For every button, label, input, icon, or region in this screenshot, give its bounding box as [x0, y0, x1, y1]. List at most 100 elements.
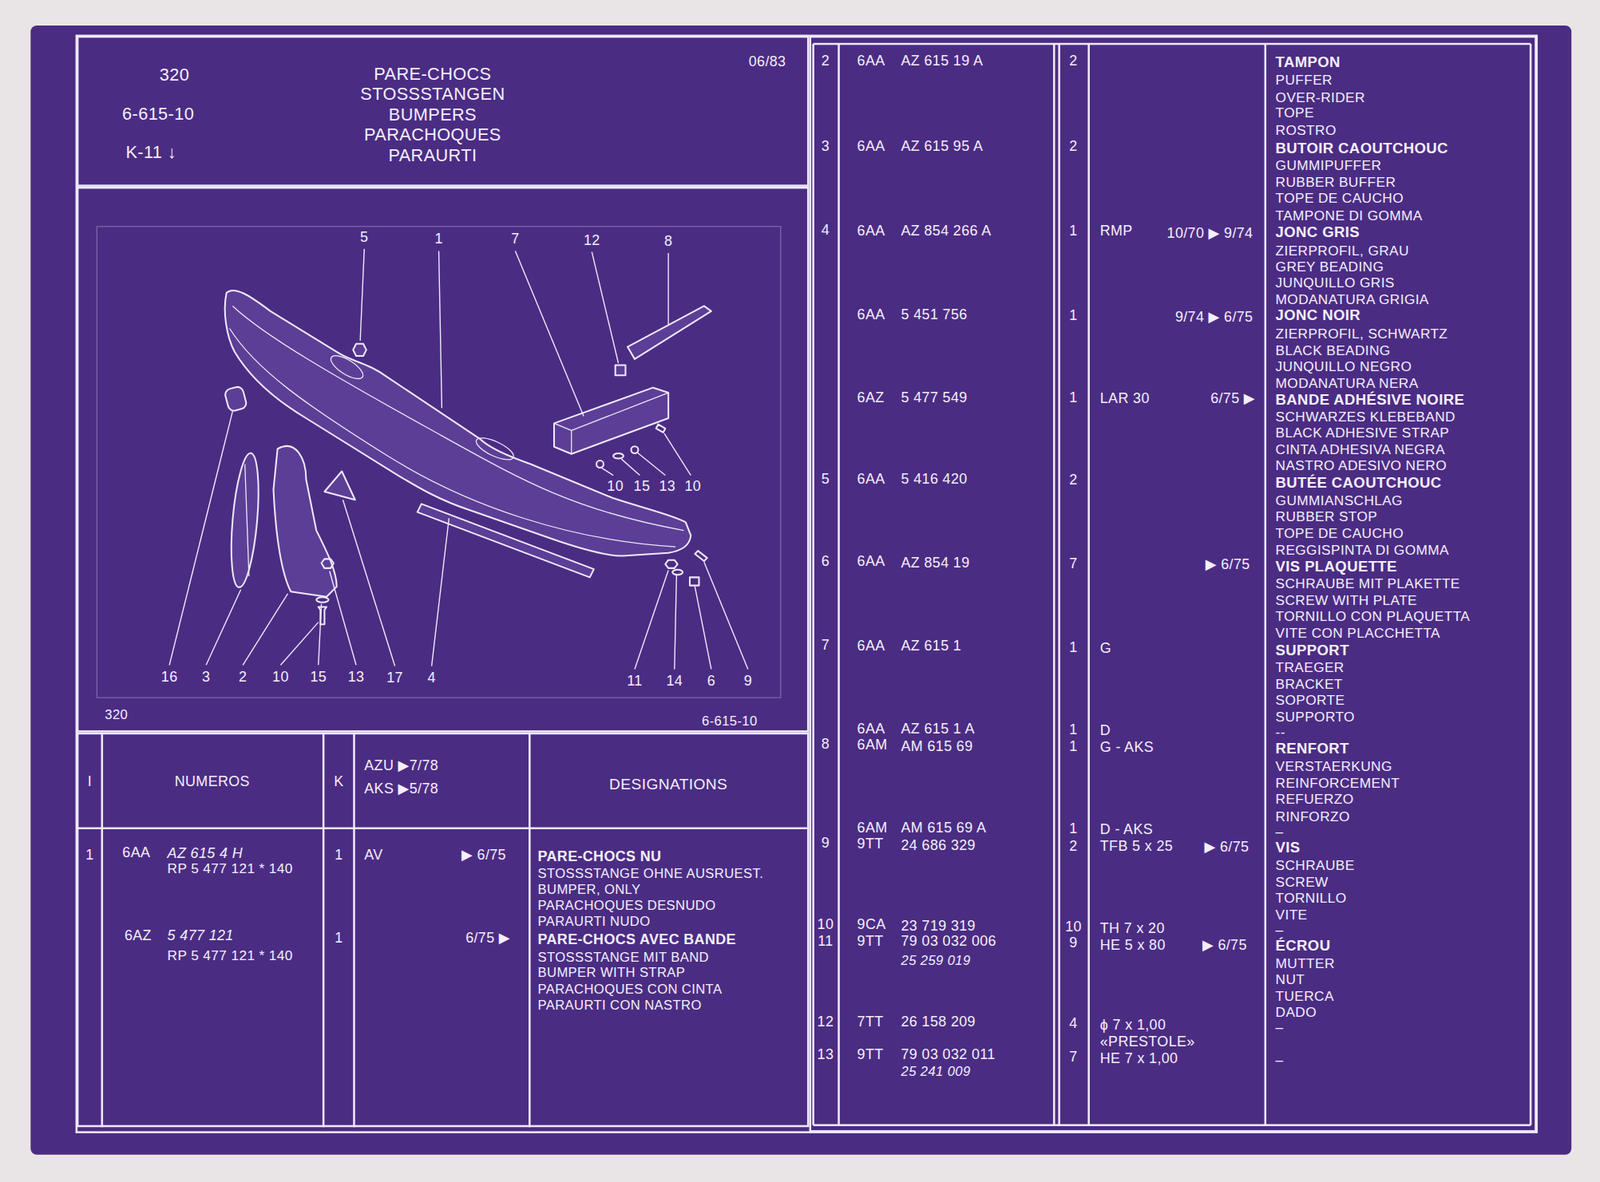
- table-cell: TUERCA: [1275, 988, 1335, 1006]
- table-cell: MODANATURA NERA: [1275, 375, 1419, 393]
- cell-text: 320: [104, 707, 128, 723]
- cell-text: ZIERPROFIL, SCHWARTZ: [1275, 326, 1449, 342]
- callout-slot: 1: [432, 229, 445, 247]
- table-cell: 6AA: [857, 221, 886, 239]
- cell-text: ÉCROU: [1275, 938, 1331, 955]
- cell-text: 24 686 329: [901, 835, 976, 852]
- callout-slot: 4: [425, 669, 438, 686]
- cell-text: LAR 30: [1100, 389, 1150, 406]
- cell-text: 6AA: [857, 720, 886, 737]
- table-cell: AV: [364, 846, 383, 864]
- table-cell: VITE CON PLACCHETTA: [1275, 625, 1441, 642]
- table-cell: AZ 854 266 A: [901, 221, 992, 239]
- table-cell: 79 03 032 006: [901, 932, 997, 950]
- leader-line: [591, 252, 618, 364]
- cell-text: AZ 615 95 A: [901, 137, 984, 154]
- cell-text: OVER-RIDER: [1275, 89, 1366, 105]
- table-cell: 1: [334, 846, 343, 864]
- cell-text: 1: [1069, 819, 1078, 836]
- table-cell: 6AZ: [857, 388, 885, 405]
- table-cell: –: [1275, 824, 1284, 842]
- cell-text: 5 451 756: [901, 305, 968, 322]
- table-cell: 320: [104, 707, 128, 724]
- cell-text: 9CA: [857, 915, 887, 932]
- cell-text: AZ 615 1: [901, 637, 963, 654]
- cell-text: VIS: [1275, 839, 1301, 856]
- cell-text: AZU ▶7/78: [364, 756, 439, 773]
- cell-text: 1: [334, 929, 343, 946]
- frame-lines: [76, 35, 1537, 1133]
- cell-text: 6/75 ▶: [1210, 389, 1256, 406]
- table-cell: HE 7 x 1,00: [1100, 1049, 1179, 1067]
- cell-text: K-11 ↓: [125, 142, 176, 163]
- cell-text: PARE-CHOCS NU: [538, 847, 662, 864]
- cell-text: ϕ 7 x 1,00: [1100, 1015, 1166, 1032]
- cell-text: 1: [1069, 388, 1078, 404]
- table-cell: 2: [1069, 51, 1078, 69]
- leader-line: [667, 253, 669, 325]
- bracket-edge: [570, 430, 572, 454]
- cell-text: 1: [1069, 638, 1078, 655]
- leader-line: [601, 468, 614, 476]
- cell-text: 6AA: [857, 637, 886, 654]
- table-cell: 6AA: [122, 843, 151, 860]
- callout-slot: 10: [605, 477, 626, 495]
- table-cell: BLACK BEADING: [1275, 342, 1391, 360]
- table-cell: 6/75 ▶: [465, 929, 511, 947]
- table-cell: 6AA: [857, 51, 886, 69]
- table-cell: 7: [1069, 1048, 1078, 1066]
- cell-text: TOPE: [1275, 105, 1315, 121]
- cell-text: MODANATURA GRIGIA: [1275, 291, 1430, 307]
- cell-text: BRACKET: [1275, 676, 1343, 692]
- cell-text: 26 158 209: [901, 1013, 976, 1030]
- filler-piece: [324, 471, 355, 500]
- table-cell: PARACHOQUES DESNUDO: [538, 898, 717, 915]
- table-cell: PARE-CHOCS NU: [538, 847, 662, 865]
- callout-number: 13: [345, 668, 367, 685]
- table-cell: 9: [1069, 934, 1078, 951]
- table-cell: LAR 30: [1100, 389, 1150, 407]
- cell-text: RUBBER BUFFER: [1275, 174, 1397, 190]
- table-cell: AZ 615 4 H: [167, 844, 243, 862]
- table-cell: RP 5 477 121 * 140: [167, 861, 294, 879]
- table-cell: 6AM: [857, 736, 888, 753]
- table-cell: PARAURTI CON NASTRO: [538, 998, 702, 1014]
- table-cell: 1: [85, 846, 94, 864]
- cell-text: 1: [1069, 221, 1078, 238]
- callout-slot: 5: [358, 228, 371, 246]
- nut-part: [321, 558, 334, 569]
- cell-text: 6AA: [122, 843, 151, 860]
- table-cell: CINTA ADHESIVA NEGRA: [1275, 441, 1446, 459]
- parts-table: INUMEROSKAZU ▶7/78AKS ▶5/78DESIGNATIONS1…: [76, 732, 810, 1129]
- rubber-buffer: [223, 385, 247, 412]
- cell-text: CINTA ADHESIVA NEGRA: [1275, 441, 1446, 457]
- cell-text: VERSTAERKUNG: [1275, 759, 1393, 775]
- cell-text: 9: [821, 834, 830, 851]
- table-cell: HE 5 x 80: [1100, 936, 1166, 954]
- callout-number: 14: [664, 672, 686, 689]
- cell-text: GUMMIPUFFER: [1275, 158, 1383, 174]
- table-cell: JUNQUILLO GRIS: [1275, 275, 1395, 293]
- table-cell: REFUERZO: [1275, 792, 1355, 809]
- column-rule: [837, 43, 840, 1126]
- table-cell: TRAEGER: [1275, 660, 1345, 678]
- leader-line: [342, 499, 395, 666]
- cell-text: 10: [1065, 918, 1082, 935]
- cell-text: 7TT: [857, 1013, 884, 1030]
- table-cell: 6-615-10: [122, 103, 195, 125]
- callout-number: 9: [741, 672, 754, 689]
- table-cell: SCHWARZES KLEBEBAND: [1275, 408, 1456, 426]
- cell-text: 25 241 009: [901, 1064, 971, 1080]
- table-cell: K-11 ↓: [125, 142, 176, 164]
- cell-text: TH 7 x 20: [1100, 919, 1165, 936]
- cell-text: SCREW: [1275, 874, 1329, 890]
- cell-text: 6AA: [857, 137, 886, 154]
- table-cell: 06/83: [748, 52, 787, 70]
- cell-text: BUMPER WITH STRAP: [538, 965, 686, 981]
- callout-slot: 10: [270, 668, 292, 686]
- table-cell: 7: [821, 636, 830, 654]
- table-cell: 79 03 032 011: [901, 1045, 996, 1062]
- table-cell: 9TT: [857, 932, 884, 950]
- table-cell: 8: [821, 735, 830, 753]
